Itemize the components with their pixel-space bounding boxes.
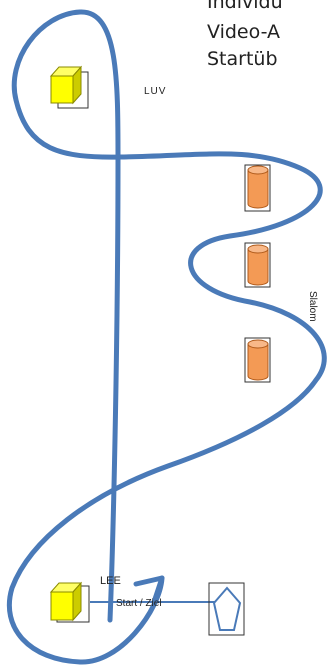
lee-label: LEE — [100, 575, 121, 587]
start-ziel-label: Start / Ziel — [116, 598, 162, 609]
start-boat-pentagon-icon — [208, 582, 245, 636]
header-text-line-3: Startüb — [207, 48, 278, 70]
course-arrow-head-icon — [133, 575, 165, 605]
luv-mark-cube-icon — [49, 65, 89, 109]
course-path — [6, 9, 327, 665]
slalom-buoy-2-icon — [244, 242, 271, 288]
slalom-label: Slalom — [307, 291, 318, 322]
slalom-buoy-1-icon — [244, 164, 271, 212]
luv-label: LUV — [144, 86, 166, 97]
header-text-line-2: Video-A — [207, 21, 281, 43]
header-text-line-1: Individu — [207, 0, 283, 13]
lee-mark-cube-icon — [49, 581, 90, 623]
slalom-buoy-3-icon — [244, 337, 271, 383]
